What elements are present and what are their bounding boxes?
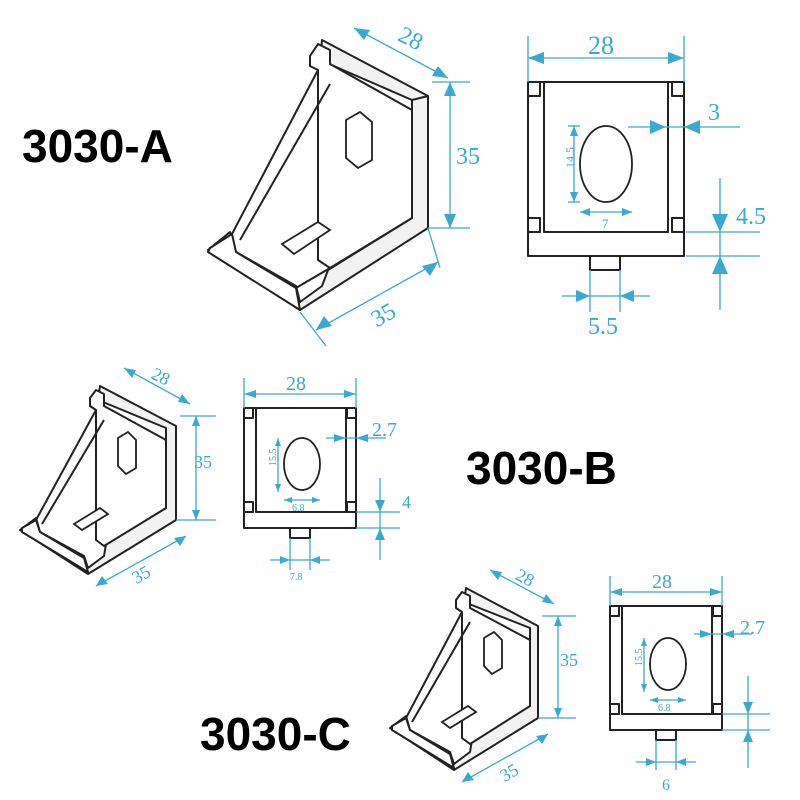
variant-a-base: 4.5 xyxy=(736,204,766,230)
variant-a-hole-h: 14.5 xyxy=(563,147,577,168)
variant-c-wall: 2.7 xyxy=(740,617,765,639)
variant-b-base: 4 xyxy=(402,492,411,512)
variant-b-front-view xyxy=(243,407,357,539)
variant-c-nut: 6 xyxy=(662,777,670,794)
variant-a-hole-w: 7 xyxy=(602,216,609,231)
variant-b-hole-w: 6.8 xyxy=(292,503,305,514)
variant-c-hole-w: 6.8 xyxy=(658,703,671,714)
variant-a-wall: 3 xyxy=(708,100,720,126)
variant-b-wall: 2.7 xyxy=(372,419,397,441)
variant-a-front-width: 28 xyxy=(588,31,614,60)
variant-a-label: 3030-A xyxy=(22,120,173,172)
variant-a-iso-height: 35 xyxy=(456,144,480,170)
variant-b-iso-bracket xyxy=(19,385,177,575)
variant-c-iso-width: 28 xyxy=(513,565,538,591)
variant-a-front-dims: 28 3 14.5 7 4.5 5.5 xyxy=(527,31,766,340)
variant-a-front-view xyxy=(527,81,685,271)
variant-b-label: 3030-B xyxy=(466,442,617,494)
variant-b-front-width: 28 xyxy=(286,373,306,395)
variant-b-nut: 7.8 xyxy=(290,572,303,583)
variant-c-front-width: 28 xyxy=(652,571,672,593)
variant-a-iso-depth: 35 xyxy=(367,298,401,333)
variant-c-front-view xyxy=(609,605,723,741)
variant-c-hole-h: 15.5 xyxy=(634,649,645,667)
variant-c-iso-depth: 35 xyxy=(496,759,522,785)
variant-a: 3030-A 28 35 xyxy=(22,22,766,347)
variant-c-iso-height: 35 xyxy=(560,650,578,670)
variant-a-iso-width: 28 xyxy=(394,22,427,56)
variant-c: 3030-C 28 35 35 xyxy=(200,565,770,794)
variant-c-front-dims: 28 2.7 15.5 6.8 6 xyxy=(609,571,770,794)
variant-b-iso-height: 35 xyxy=(194,452,212,472)
variant-b: 3030-B 28 35 35 xyxy=(19,363,617,588)
variant-c-label: 3030-C xyxy=(200,708,351,760)
variant-b-iso-width: 28 xyxy=(148,363,173,389)
variant-a-nut: 5.5 xyxy=(588,314,618,340)
variant-b-hole-h: 15.5 xyxy=(268,449,279,467)
variant-c-iso-bracket xyxy=(389,587,539,771)
variant-b-front-dims: 28 2.7 15.5 6.8 4 7.8 xyxy=(243,373,411,583)
variant-a-iso-bracket xyxy=(207,39,429,311)
